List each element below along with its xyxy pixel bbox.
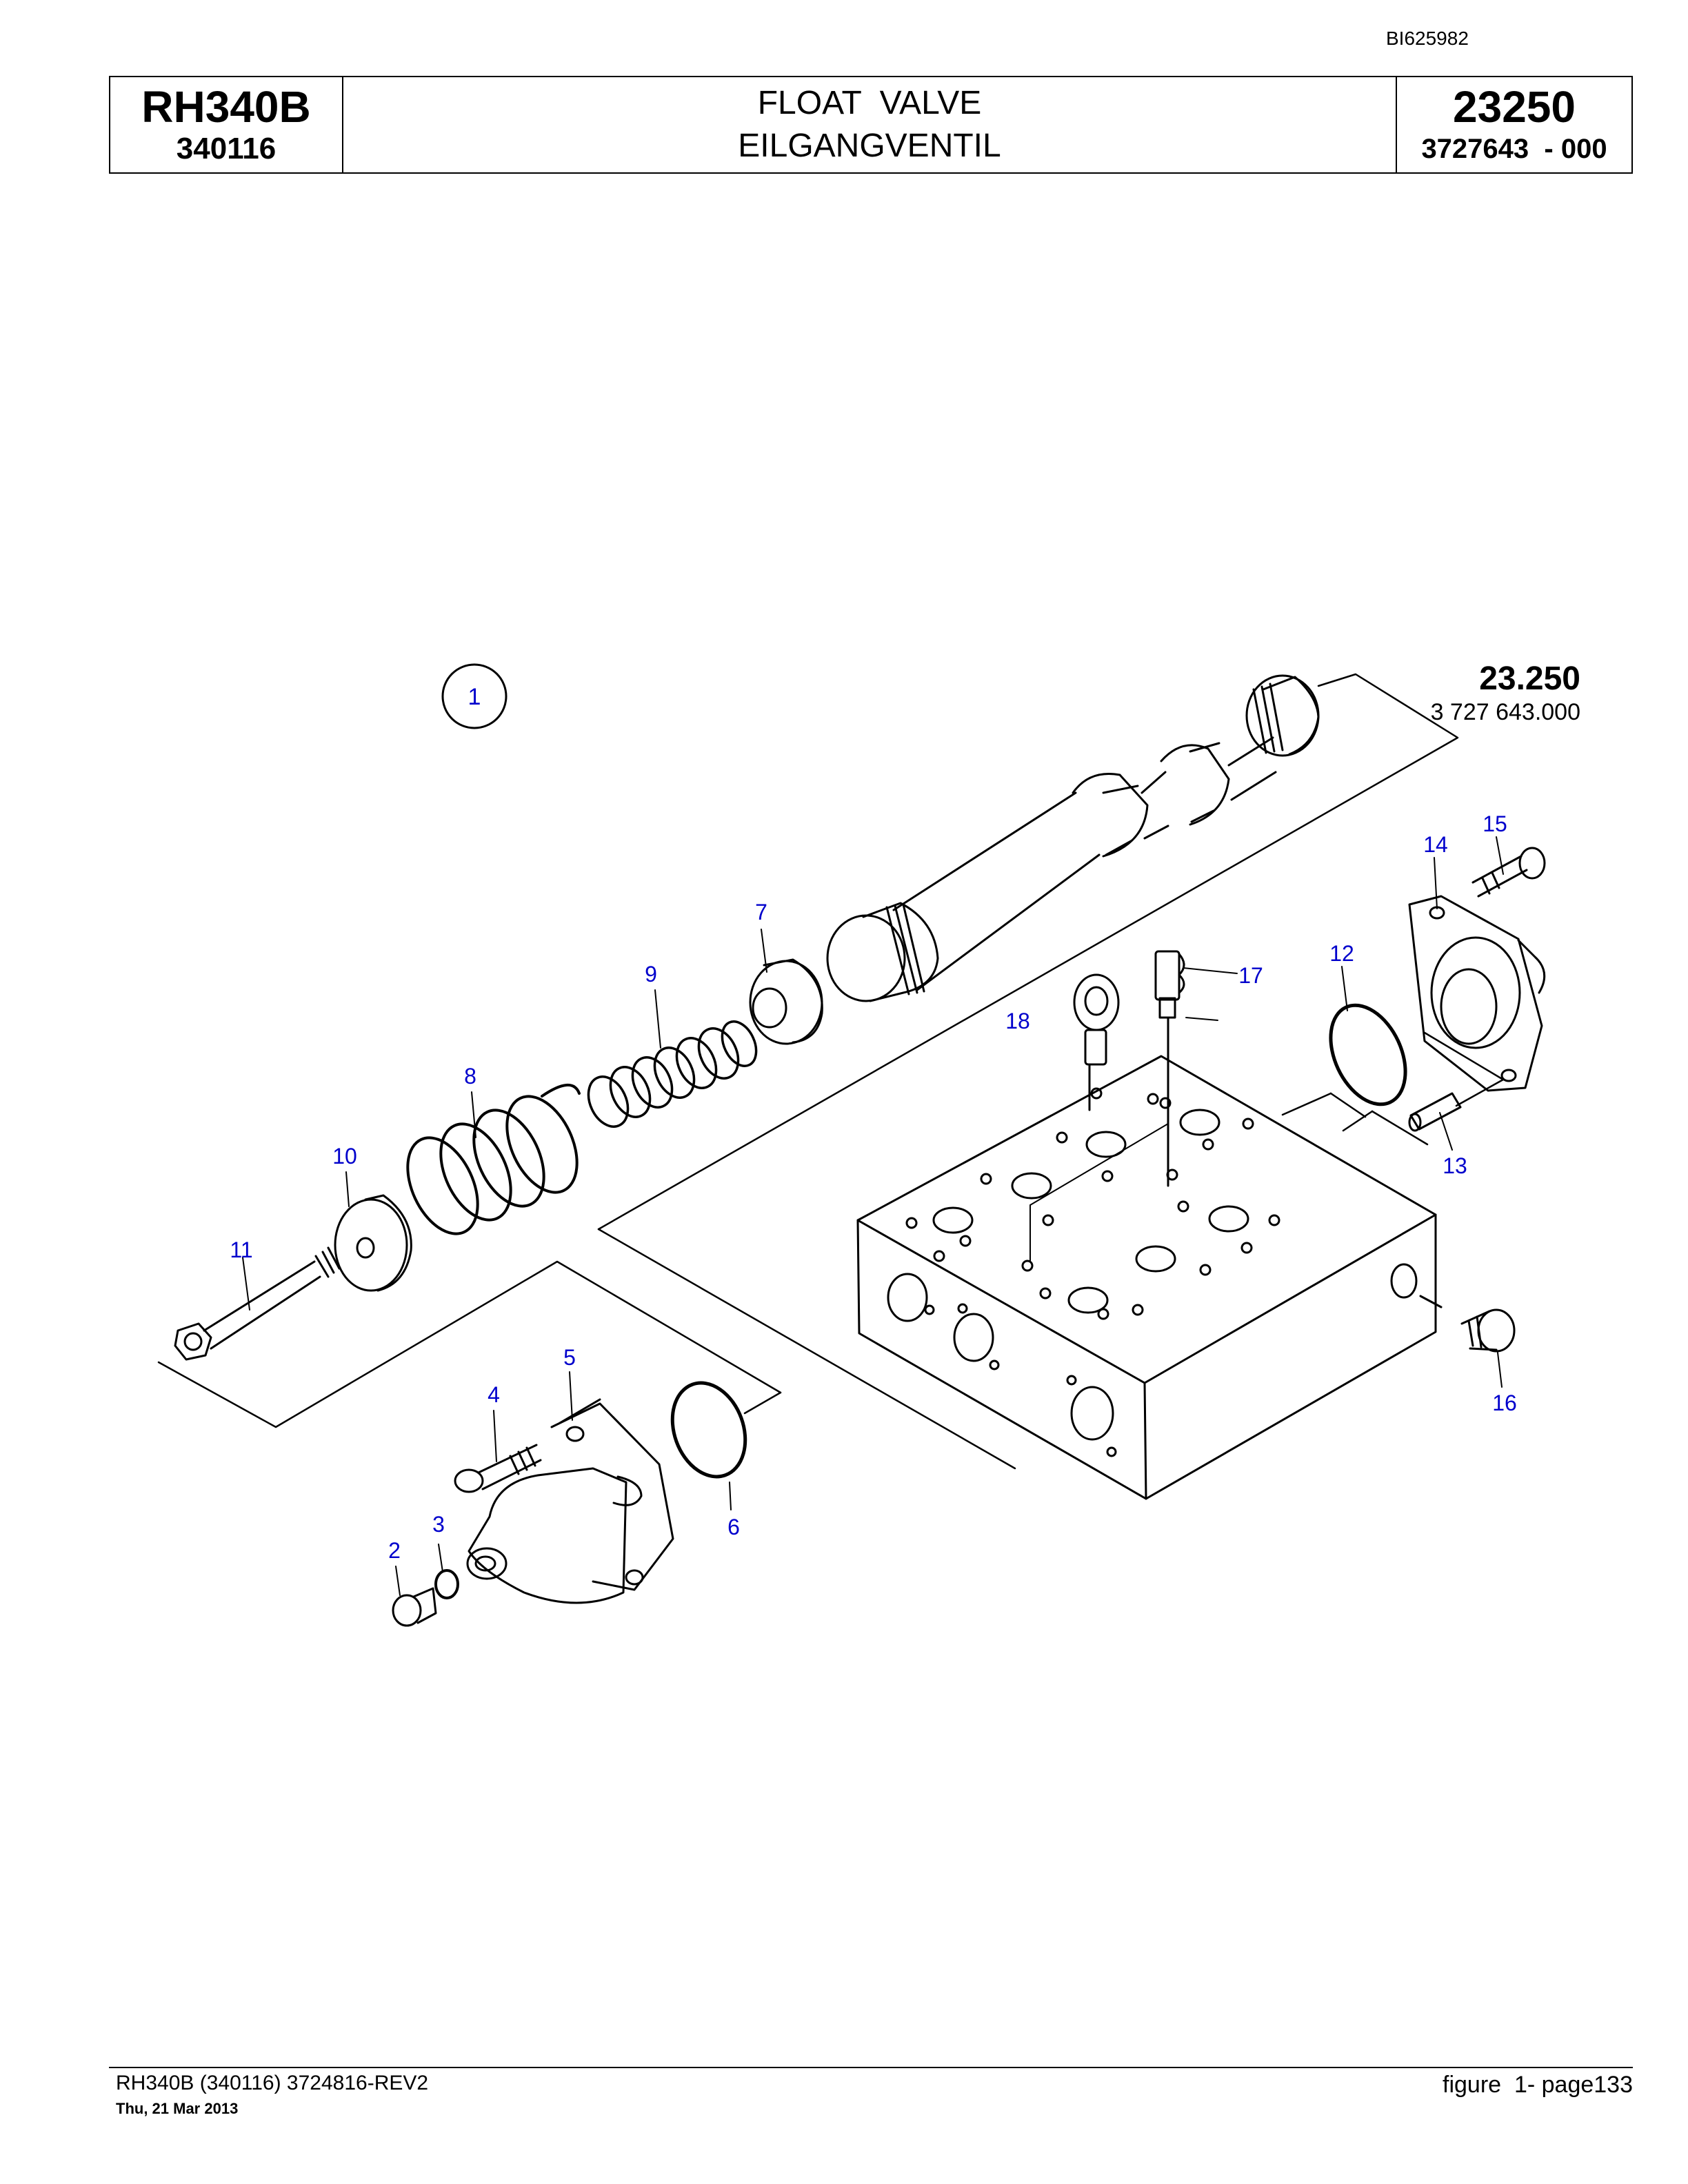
callout-15: 15 [1483,811,1507,836]
valve-spool [826,674,1320,1002]
small-o-ring [434,1569,459,1599]
long-bolt [174,1246,341,1361]
large-o-ring [670,1381,747,1479]
callout-12: 12 [1329,941,1354,966]
flange-cover [1408,895,1546,1092]
title-block: RH340B 340116 FLOAT VALVE EILGANGVENTIL … [109,76,1633,174]
serial-number: 340116 [176,132,277,165]
callout-4: 4 [488,1382,500,1407]
flange-screw [1471,847,1546,898]
small-plug [392,1587,437,1627]
cover-housing [466,1398,674,1604]
callout-leaders [242,836,1504,1596]
callout-14: 14 [1423,832,1448,857]
valve-block [856,1055,1437,1500]
callout-18: 18 [1005,1009,1030,1033]
outer-spring [406,1083,581,1235]
model-cell: RH340B 340116 [110,77,343,172]
group-label: 23.250 [1479,660,1580,697]
callout-11: 11 [230,1237,252,1262]
callout-17: 17 [1238,963,1263,988]
title-cell: FLOAT VALVE EILGANGVENTIL [343,77,1397,172]
fitting-leader-lines [1029,1123,1169,1262]
flange-o-ring [1329,1003,1407,1106]
group-number: 23250 [1453,82,1576,132]
spring-seat [749,958,823,1045]
callout-7: 7 [755,900,767,924]
callout-6: 6 [727,1515,740,1539]
lower-left-bracket [157,1260,782,1428]
callout-10: 10 [332,1144,357,1169]
callout-16: 16 [1492,1391,1517,1415]
banjo-fitting [1073,973,1120,1111]
part-number: 3727643 - 000 [1421,134,1607,164]
footer-date: Thu, 21 Mar 2013 [116,2100,239,2117]
footer-divider [109,2067,1633,2068]
washer [334,1194,412,1292]
group-cell: 23250 3727643 - 000 [1397,77,1631,172]
callout-8: 8 [464,1064,476,1089]
figure-number-circle [441,663,508,729]
model-name: RH340B [141,82,311,132]
callout-3: 3 [432,1512,445,1537]
check-valve-fitting [1154,950,1185,1187]
figure-number: 1 [468,684,481,710]
port-plug [1419,1295,1516,1353]
footer-page: figure 1- page133 [1443,2072,1633,2098]
footer-document-reference: RH340B (340116) 3724816-REV2 [116,2072,429,2094]
cover-screw [454,1444,542,1493]
group-bracket [597,673,1505,1470]
callout-5: 5 [563,1345,576,1370]
inner-spring [587,1020,758,1128]
title-english: FLOAT VALVE [757,85,982,121]
title-german: EILGANGVENTIL [738,128,1001,164]
dowel-pin [1408,1092,1462,1132]
document-id: BI625982 [1386,28,1469,49]
group-part-number: 3 727 643.000 [1431,699,1580,725]
callout-2: 2 [388,1538,401,1563]
callout-13: 13 [1443,1153,1467,1178]
callout-9: 9 [645,962,657,987]
